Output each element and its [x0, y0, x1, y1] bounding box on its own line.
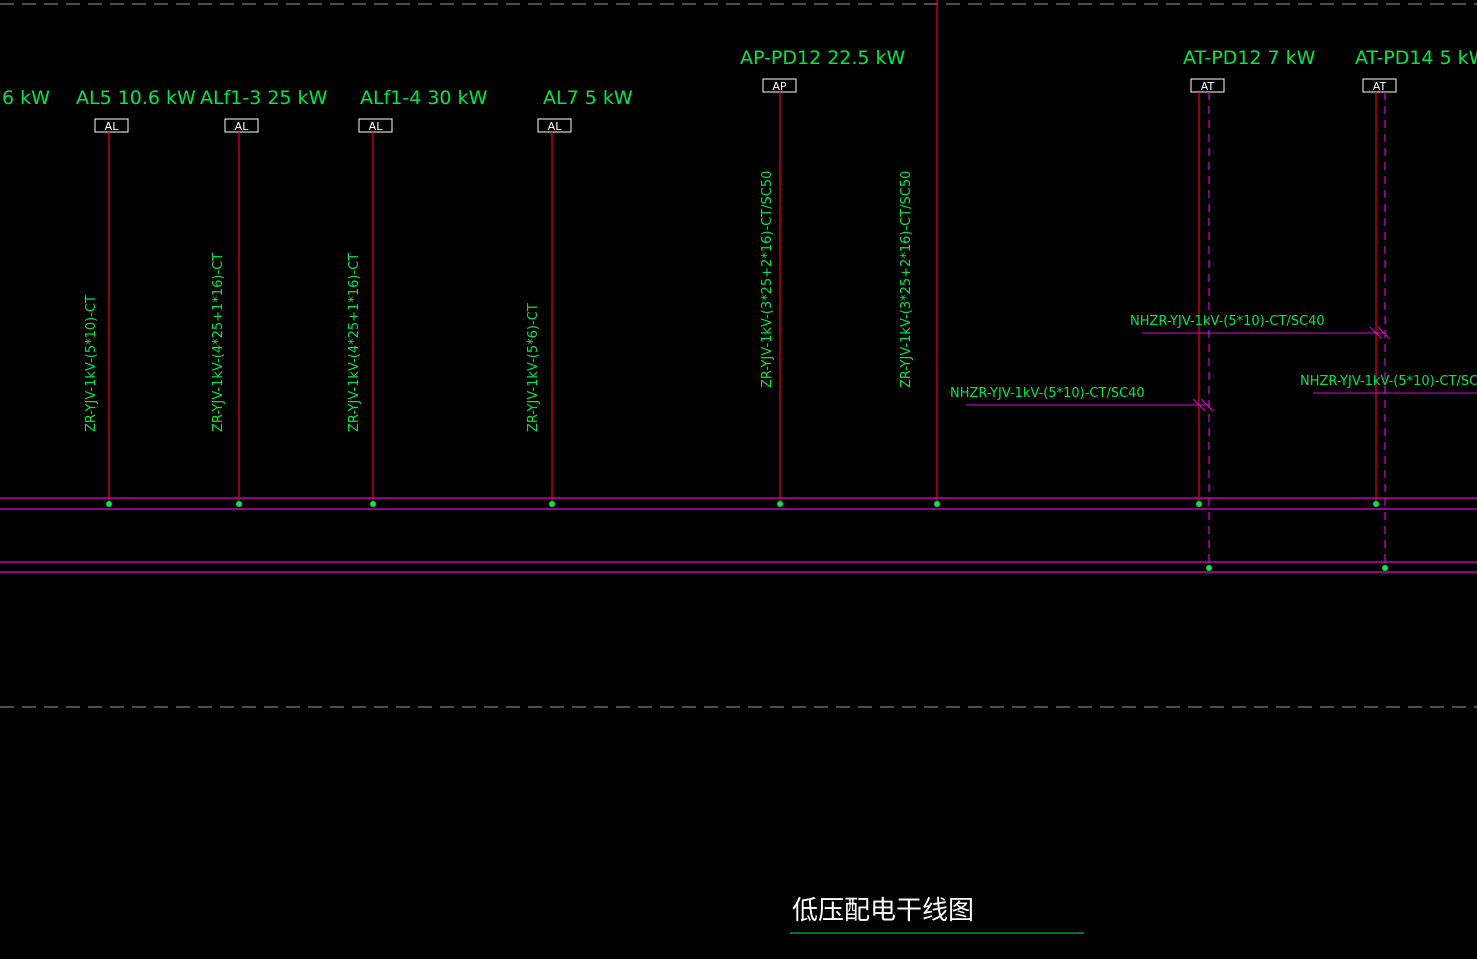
panel-tag: AL — [369, 120, 384, 133]
bus-node — [106, 501, 112, 507]
bus-node — [934, 501, 940, 507]
panel-tag-box — [537, 118, 572, 133]
feeder-at-pd12[interactable]: AT-PD12 7 kW AT NHZR-YJV-1kV-(5*10)-CT/S… — [950, 47, 1316, 571]
feeder-al5[interactable]: AL5 10.6 kW AL ZR-YJV-1kV-(5*10)-CT — [76, 87, 196, 507]
bus-node — [1196, 501, 1202, 507]
emergency-bus-node — [1382, 565, 1388, 571]
load-label: AT-PD14 5 kW — [1355, 47, 1477, 69]
cable-spec: ZR-YJV-1kV-(3*25+2*16)-CT/SC50 — [899, 171, 914, 388]
cable-spec: NHZR-YJV-1kV-(5*10)-CT/SC40 — [1130, 314, 1325, 329]
panel-tag-box — [224, 118, 259, 133]
load-label: AT-PD12 7 kW — [1183, 47, 1316, 69]
cable-spec: ZR-YJV-1kV-(3*25+2*16)-CT/SC50 — [760, 171, 775, 388]
main-riser[interactable]: ZR-YJV-1kV-(3*25+2*16)-CT/SC50 — [899, 171, 940, 507]
leader-tick — [1200, 398, 1214, 412]
panel-tag-box — [358, 118, 393, 133]
bus-node — [549, 501, 555, 507]
feeder-ap-pd12[interactable]: AP-PD12 22.5 kW AP ZR-YJV-1kV-(3*25+2*16… — [740, 47, 906, 507]
feeder-at-pd14-alt-label[interactable]: NHZR-YJV-1kV-(5*10)-CT/SC40 — [1300, 374, 1477, 394]
load-label: AP-PD12 22.5 kW — [740, 47, 906, 69]
busbars — [0, 497, 1477, 573]
feeder-alf1-4[interactable]: ALf1-4 30 kW AL ZR-YJV-1kV-(4*25+1*16)-C… — [347, 87, 488, 507]
cable-spec: ZR-YJV-1kV-(5*6)-CT — [526, 303, 541, 432]
partial-load-label: .6 kW — [0, 87, 50, 109]
leader-tick — [1369, 326, 1383, 340]
panel-tag-box — [94, 118, 129, 133]
leader-tick — [1192, 398, 1206, 412]
cable-spec: ZR-YJV-1kV-(4*25+1*16)-CT — [211, 253, 226, 432]
cable-spec: NHZR-YJV-1kV-(5*10)-CT/SC40 — [1300, 374, 1477, 389]
panel-tag: AP — [772, 80, 787, 93]
leader-tick — [1377, 326, 1391, 340]
cable-spec: ZR-YJV-1kV-(5*10)-CT — [84, 295, 99, 432]
panel-tag: AL — [235, 120, 250, 133]
load-label: AL5 10.6 kW — [76, 87, 196, 109]
panel-tag: AT — [1201, 80, 1215, 93]
bus-node — [1373, 501, 1379, 507]
load-label: AL7 5 kW — [543, 87, 633, 109]
feeder-al7[interactable]: AL7 5 kW AL ZR-YJV-1kV-(5*6)-CT — [526, 87, 633, 507]
cable-spec: NHZR-YJV-1kV-(5*10)-CT/SC40 — [950, 386, 1145, 401]
emergency-bus-node — [1206, 565, 1212, 571]
panel-tag: AL — [548, 120, 563, 133]
feeder-alf1-3[interactable]: ALf1-3 25 kW AL ZR-YJV-1kV-(4*25+1*16)-C… — [200, 87, 328, 507]
drawing-title: 低压配电干线图 — [792, 896, 974, 926]
bus-node — [370, 501, 376, 507]
feeder-at-pd14[interactable]: AT-PD14 5 kW AT NHZR-YJV-1kV-(5*10)-CT/S… — [1130, 47, 1477, 571]
panel-tag: AT — [1373, 80, 1387, 93]
panel-tag-box — [1362, 78, 1397, 93]
cable-spec: ZR-YJV-1kV-(4*25+1*16)-CT — [347, 253, 362, 432]
bus-node — [777, 501, 783, 507]
load-label: ALf1-4 30 kW — [360, 87, 488, 109]
panel-tag-box — [1190, 78, 1225, 93]
panel-tag: AL — [105, 120, 120, 133]
bus-node — [236, 501, 242, 507]
load-label: ALf1-3 25 kW — [200, 87, 328, 109]
